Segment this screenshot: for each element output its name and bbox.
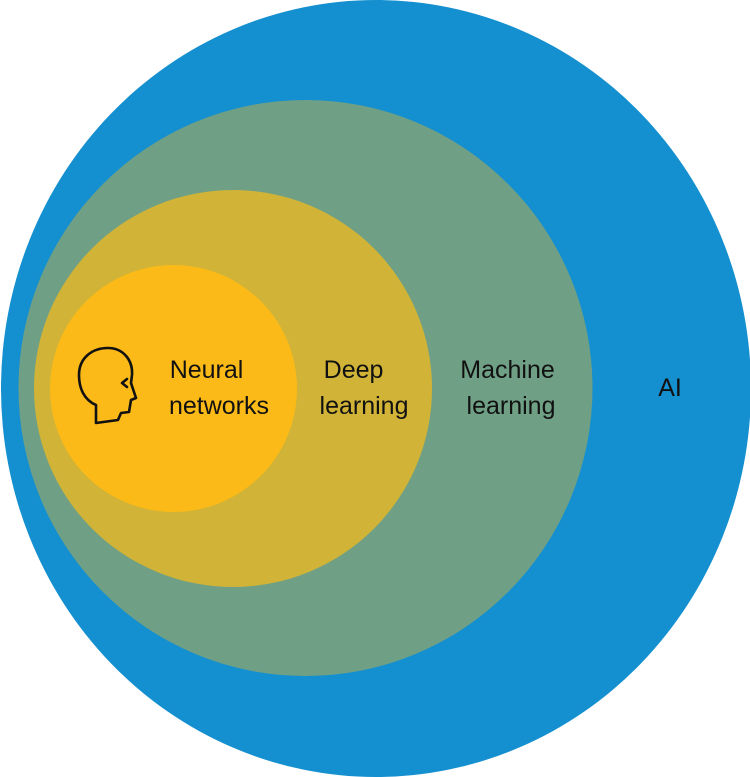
ai-label-line-1: AI	[658, 374, 682, 402]
machine-learning-label: Machine learning	[460, 356, 561, 420]
deep-learning-label-line-2: learning	[320, 392, 409, 420]
neural-networks-circle	[50, 265, 297, 512]
deep-learning-label: Deep learning	[320, 356, 409, 420]
machine-learning-label-line-1: Machine	[460, 356, 555, 384]
human-head-icon	[77, 346, 138, 425]
ai-label: AI	[658, 374, 682, 402]
neural-networks-label-line-1: Neural	[170, 356, 244, 384]
neural-networks-label: Neural networks	[169, 356, 269, 420]
machine-learning-label-line-2: learning	[467, 392, 556, 420]
neural-networks-label-line-2: networks	[169, 392, 269, 420]
deep-learning-label-line-1: Deep	[324, 356, 384, 384]
